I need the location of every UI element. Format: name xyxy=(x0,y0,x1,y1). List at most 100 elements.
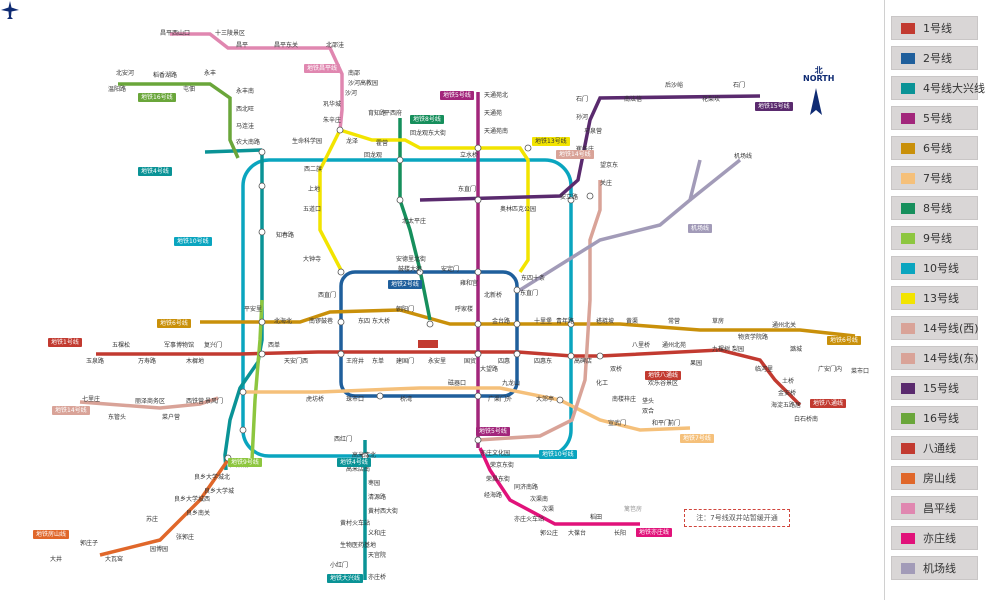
line-tag[interactable]: 地铁5号线 xyxy=(440,91,474,100)
legend-item-line-9[interactable]: 9号线 xyxy=(891,226,978,250)
station-label[interactable]: 高碑店 xyxy=(574,358,593,365)
line-tag[interactable]: 机场线 xyxy=(688,224,713,233)
legend-item-changping[interactable]: 昌平线 xyxy=(891,496,978,520)
legend-item-line-2[interactable]: 2号线 xyxy=(891,46,978,70)
station-label[interactable]: 后沙峪 xyxy=(665,82,684,89)
station-label[interactable]: 北安河 xyxy=(116,70,135,77)
station-label[interactable]: 磁器口 xyxy=(448,380,467,387)
station-label[interactable]: 大钟寺 xyxy=(303,256,322,263)
station-label[interactable]: 永丰 xyxy=(204,70,217,77)
station-label[interactable]: 物资学院路 xyxy=(738,334,769,341)
station-label[interactable]: 花梨坎 xyxy=(702,96,721,103)
station-label[interactable]: 北海北 xyxy=(274,318,293,325)
station-label[interactable]: 王府井 xyxy=(346,358,365,365)
station-label[interactable]: 东四十条 xyxy=(521,275,546,282)
station-label[interactable]: 通州北苑 xyxy=(662,342,687,349)
line-tag[interactable]: 地铁16号线 xyxy=(138,93,176,102)
station-label[interactable]: 张郭庄 xyxy=(176,534,195,541)
station-label[interactable]: 高米店北 xyxy=(352,452,377,459)
station-label[interactable]: 西北旺 xyxy=(236,106,255,113)
line-tag[interactable]: 地铁八通线 xyxy=(810,399,847,408)
line-tag[interactable]: 地铁6号线 xyxy=(157,319,191,328)
station-label[interactable]: 昌平东关 xyxy=(274,42,299,49)
station-label[interactable]: 同济南路 xyxy=(514,484,539,491)
station-label[interactable]: 黄村火车站 xyxy=(340,520,371,527)
station-label[interactable]: 次渠 xyxy=(542,506,555,513)
station-label[interactable]: 建国门 xyxy=(396,358,415,365)
station-label[interactable]: 安立路 xyxy=(560,194,579,201)
line-tag[interactable]: 地铁10号线 xyxy=(539,450,577,459)
station-label[interactable]: 永安里 xyxy=(428,358,447,365)
station-label[interactable]: 金安桥 xyxy=(778,390,797,397)
station-label[interactable]: 十里堡 xyxy=(534,318,553,325)
station-label[interactable]: 次渠南 xyxy=(530,496,549,503)
station-label[interactable]: 金台路 xyxy=(492,318,511,325)
station-label[interactable]: 五道口 xyxy=(303,206,322,213)
station-label[interactable]: 潞城 xyxy=(790,346,803,353)
station-label[interactable]: 八里桥 xyxy=(632,342,651,349)
legend-item-line-10[interactable]: 10号线 xyxy=(891,256,978,280)
station-label[interactable]: 东直门 xyxy=(458,186,477,193)
station-label[interactable]: 育知路 xyxy=(368,110,387,117)
line-tag[interactable]: 地铁15号线 xyxy=(755,102,793,111)
station-label[interactable]: 玉泉路 xyxy=(86,358,105,365)
legend-item-line-5[interactable]: 5号线 xyxy=(891,106,978,130)
line-tag[interactable]: 地铁八通线 xyxy=(645,371,682,380)
station-label[interactable]: 郭庄子 xyxy=(80,540,99,547)
station-label[interactable]: 土桥 xyxy=(782,378,795,385)
station-label[interactable]: 东四 xyxy=(358,318,371,325)
station-label[interactable]: 生命科学园 xyxy=(292,138,323,145)
station-label[interactable]: 双桥 xyxy=(610,366,623,373)
station-label[interactable]: 昌平 xyxy=(236,42,249,49)
station-label[interactable]: 平安里 xyxy=(244,306,263,313)
station-label[interactable]: 桥湾 xyxy=(400,396,413,403)
station-label[interactable]: 宣武门 xyxy=(608,420,627,427)
station-label[interactable]: 回龙观东大街 xyxy=(410,130,447,137)
station-label[interactable]: 西直门 xyxy=(318,292,337,299)
station-label[interactable]: 长阳 xyxy=(614,530,627,537)
legend-item-yizhuang[interactable]: 亦庄线 xyxy=(891,526,978,550)
station-label[interactable]: 义和庄 xyxy=(368,530,387,537)
station-label[interactable]: 黄村西大街 xyxy=(368,508,399,515)
station-label[interactable]: 东直门 xyxy=(520,290,539,297)
line-tag[interactable]: 地铁7号线 xyxy=(680,434,714,443)
station-label[interactable]: 化工 xyxy=(596,380,609,387)
station-label[interactable]: 天宫院 xyxy=(368,552,387,559)
station-label[interactable]: 军事博物馆 xyxy=(164,342,195,349)
station-label[interactable]: 巩华城 xyxy=(323,101,342,108)
station-label[interactable]: 稻田 xyxy=(590,514,603,521)
station-label[interactable]: 天通苑 xyxy=(484,110,503,117)
station-label[interactable]: 农大南路 xyxy=(236,139,261,146)
station-label[interactable]: 海淀五路居 xyxy=(771,402,802,409)
line-tag[interactable]: 地铁2号线 xyxy=(388,280,422,289)
station-label[interactable]: 九棵树 xyxy=(712,346,731,353)
legend-item-line-4[interactable]: 4号线大兴线 xyxy=(891,76,985,100)
station-label[interactable]: 安定门 xyxy=(441,266,460,273)
line-tag[interactable]: 地铁4号线 xyxy=(337,458,371,467)
line-tag[interactable]: 地铁大兴线 xyxy=(327,574,364,583)
station-label[interactable]: 国贸 xyxy=(464,358,477,365)
station-label[interactable]: 五棵松 xyxy=(112,342,131,349)
station-label[interactable]: 复兴门 xyxy=(204,342,223,349)
station-label[interactable]: 西红门 xyxy=(334,436,353,443)
station-label[interactable]: 垡头 xyxy=(642,398,655,405)
legend-item-line-6[interactable]: 6号线 xyxy=(891,136,978,160)
station-label[interactable]: 万寿路 xyxy=(138,358,157,365)
station-label[interactable]: 大瓦窑 xyxy=(105,556,124,563)
station-label[interactable]: 石门 xyxy=(576,96,589,103)
station-label[interactable]: 果园 xyxy=(690,360,703,367)
station-label[interactable]: 呼家楼 xyxy=(455,306,474,313)
legend-item-line-13[interactable]: 13号线 xyxy=(891,286,978,310)
legend-item-line-7[interactable]: 7号线 xyxy=(891,166,978,190)
station-label[interactable]: 通州北关 xyxy=(772,322,797,329)
subway-map[interactable]: 昌平西山口 十三陵景区 昌平 昌平东关 北邵洼 南邵 沙河高教园 沙河 巩华城 … xyxy=(0,0,882,600)
station-label[interactable]: 昌平西山口 xyxy=(160,30,191,37)
station-label[interactable]: 四惠 xyxy=(498,358,511,365)
station-label[interactable]: 霍营 xyxy=(376,140,389,147)
station-label[interactable]: 大望路 xyxy=(480,366,499,373)
station-label[interactable]: 东管头 xyxy=(108,414,127,421)
station-label[interactable]: 生物医药基地 xyxy=(340,542,377,549)
station-label[interactable]: 景风门 xyxy=(205,398,224,405)
station-label[interactable]: 天通苑南 xyxy=(484,128,509,135)
station-label[interactable]: 篱笆房 xyxy=(624,506,643,513)
